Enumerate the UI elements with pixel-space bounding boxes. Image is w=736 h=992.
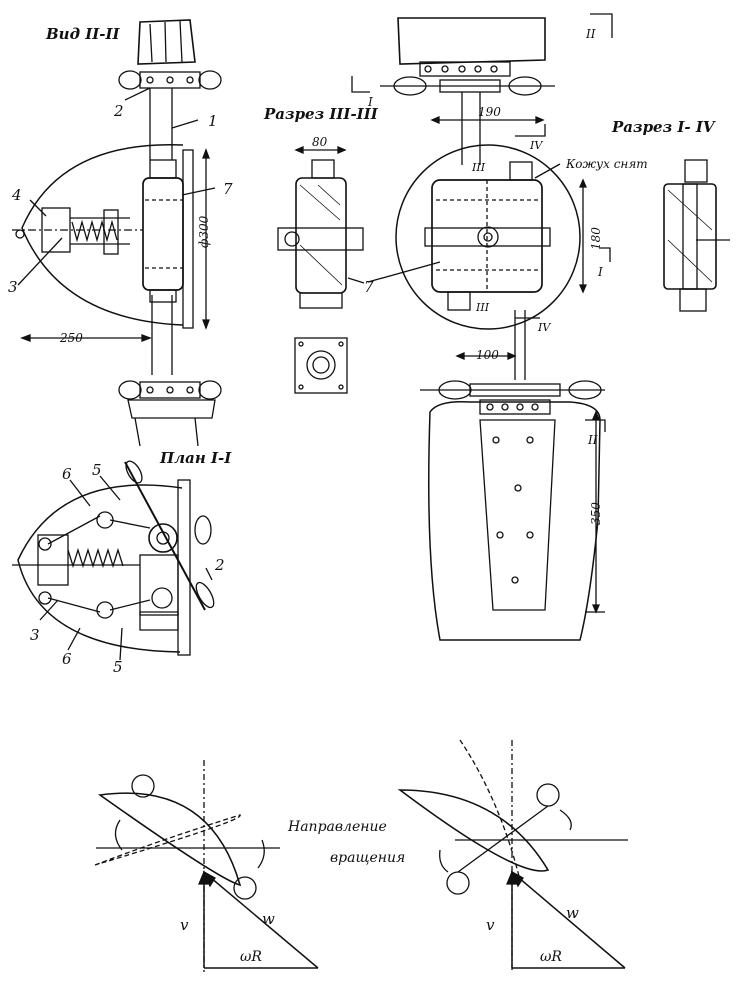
plan-i-title: План I-I <box>160 449 232 467</box>
dim-80: 80 <box>312 135 328 149</box>
dim-phi300: ф300 <box>197 215 211 248</box>
section-iii-title: Разрез III-III <box>264 105 378 123</box>
callout-2-plan: 2 <box>215 556 225 574</box>
view-ii-title: Вид II-II <box>46 25 120 43</box>
callout-4: 4 <box>12 186 22 204</box>
dim-180: 180 <box>589 227 603 250</box>
vel-v-left: v <box>180 916 189 934</box>
dim-100: 100 <box>476 348 499 362</box>
cover-removed-label: Кожух снят <box>566 157 648 171</box>
callout-6-bottom: 6 <box>62 650 72 668</box>
callout-2-top: 2 <box>114 102 124 120</box>
mark-iii-top: III <box>472 161 486 174</box>
plan-i-assembly <box>12 460 215 661</box>
velocity-diagram-right <box>397 739 628 972</box>
vel-w-right: w <box>566 904 579 922</box>
callout-5-bottom: 5 <box>113 658 123 676</box>
callout-5-top: 5 <box>92 461 102 479</box>
mark-ii-bottom: II <box>588 433 598 447</box>
section-i-iv-assembly <box>663 159 730 312</box>
vel-wr-left: ωR <box>240 949 262 965</box>
mark-iv-top: IV <box>530 139 543 152</box>
mark-ii-top: II <box>586 27 596 41</box>
mark-iv-bottom: IV <box>538 321 551 334</box>
mark-i-top: I <box>368 95 373 109</box>
callout-6-top: 6 <box>62 465 72 483</box>
callout-7-section: 7 <box>364 278 374 296</box>
velocity-diagram-left <box>94 760 319 972</box>
vel-wr-right: ωR <box>540 949 562 965</box>
vel-w-left: w <box>262 910 275 928</box>
mark-iii-bottom: III <box>476 301 490 314</box>
rotation-direction-label-1: Направление <box>288 819 387 835</box>
rotation-direction-label-2: вращения <box>330 850 406 866</box>
dim-350: 350 <box>589 502 603 525</box>
section-i-iv-title: Разрез I- IV <box>612 118 715 136</box>
callout-3-plan: 3 <box>30 626 40 644</box>
callout-1: 1 <box>208 112 218 130</box>
view-ii-assembly <box>12 19 222 447</box>
section-iii-assembly <box>277 146 365 394</box>
callout-3-view: 3 <box>8 278 18 296</box>
dim-250: 250 <box>60 331 83 345</box>
dim-190: 190 <box>478 105 501 119</box>
mark-i-right: I <box>598 265 603 279</box>
front-view-assembly <box>351 13 613 641</box>
vel-v-right: v <box>486 916 495 934</box>
callout-7-view: 7 <box>223 180 233 198</box>
